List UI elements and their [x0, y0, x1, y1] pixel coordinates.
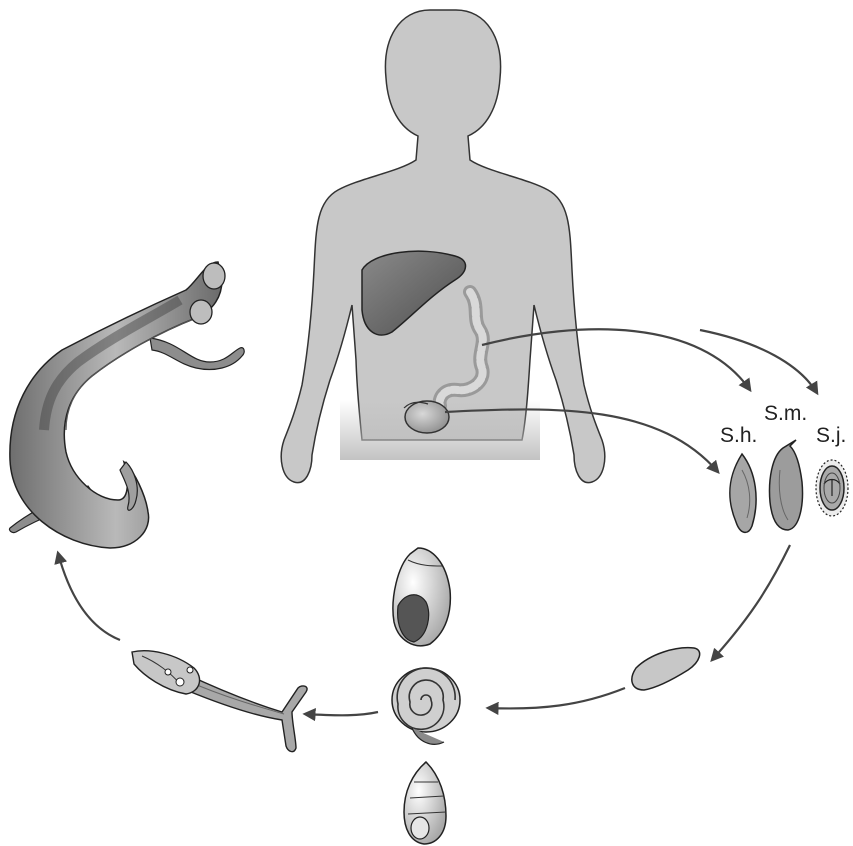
egg-japonicum	[816, 460, 848, 516]
adult-worm-pair	[9, 262, 244, 548]
miracidium	[632, 648, 700, 690]
snail-bulinus	[393, 548, 450, 646]
urinary-bladder	[404, 401, 449, 433]
arrow-cercaria-to-adult	[58, 553, 120, 640]
cercaria	[132, 651, 307, 752]
label-s-haematobium: S.h.	[720, 424, 757, 447]
label-s-japonicum: S.j.	[816, 424, 846, 447]
snail-oncomelania	[404, 762, 446, 844]
arrow-eggs-to-miracidium	[712, 545, 790, 660]
snail-biomphalaria	[392, 668, 460, 744]
arrow-intestine-to-sj	[700, 330, 817, 393]
arrow-snail-to-cercaria	[305, 712, 378, 715]
egg-mansoni	[770, 440, 803, 530]
label-s-mansoni: S.m.	[764, 402, 807, 425]
arrow-miracidium-to-snail	[488, 688, 625, 708]
egg-haematobium	[730, 454, 756, 532]
